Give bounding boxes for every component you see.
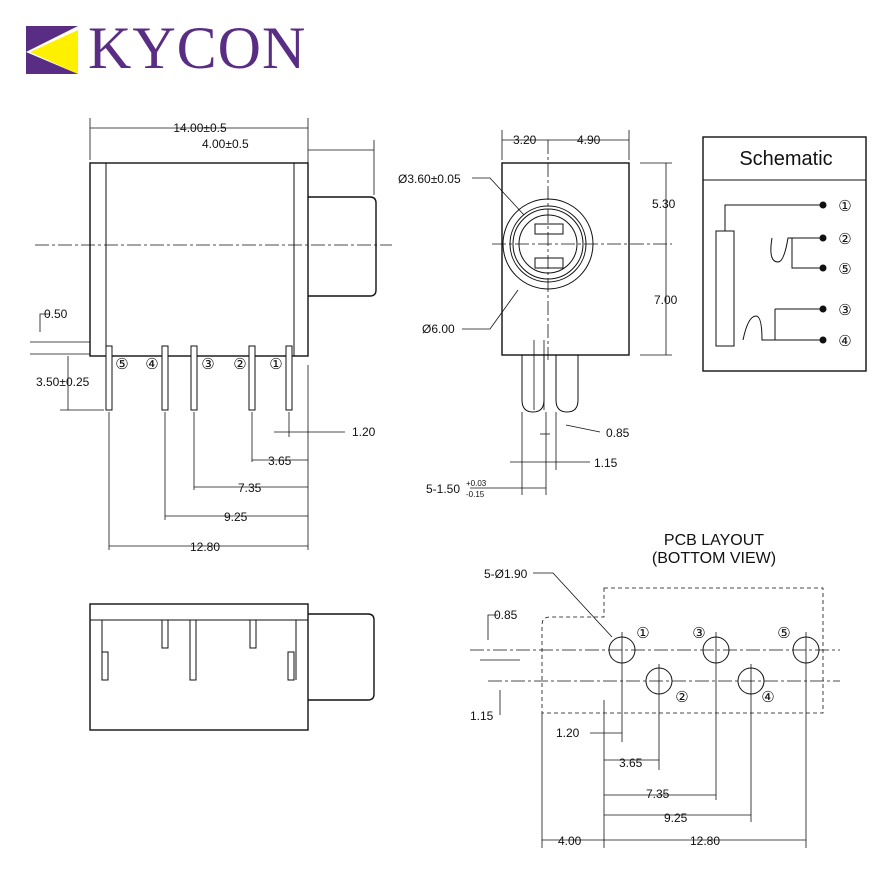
dim-jack-length: 4.00±0.5	[202, 137, 249, 151]
front-view: 3.20 4.90 5.30 7.00 Ø3.60±0.05 Ø6.00 0.8…	[398, 130, 678, 499]
pcb-subtitle: (BOTTOM VIEW)	[652, 550, 776, 567]
logo-purple-lower	[26, 52, 78, 74]
pcb-dim-115: 1.15	[470, 709, 494, 723]
logo-purple-triangle	[26, 26, 78, 52]
dim-standoff: 3.50±0.25	[36, 375, 90, 389]
pcb-dim-365: 3.65	[619, 756, 643, 770]
pcb-pin-5: ⑤	[777, 625, 790, 642]
pcb-holes: 5-Ø1.90	[484, 567, 528, 581]
schem-pin-3: ③	[838, 302, 851, 319]
side-pin-4: ④	[145, 356, 158, 373]
dim-925: 9.25	[224, 510, 248, 524]
dim-bore: Ø3.60±0.05	[398, 172, 461, 186]
pcb-pin-2: ②	[675, 689, 688, 706]
pcb-dim-085: 0.85	[494, 608, 518, 622]
dim-front-bottom: 7.00	[654, 293, 678, 307]
dim-365: 3.65	[268, 454, 292, 468]
dim-face: Ø6.00	[422, 322, 455, 336]
side-pin-5: ⑤	[115, 356, 128, 373]
schem-pin-1: ①	[838, 198, 851, 215]
schematic-title: Schematic	[739, 148, 832, 170]
dim-pinw-sub: -0.15	[466, 490, 485, 499]
side-pin-3: ③	[201, 356, 214, 373]
dim-front-top: 5.30	[652, 197, 676, 211]
pcb-layout: PCB LAYOUT (BOTTOM VIEW) ① ③ ⑤ ② ④ 5-Ø1.…	[470, 532, 840, 848]
pcb-dim-1280: 12.80	[690, 834, 720, 848]
schem-pin-2: ②	[838, 231, 851, 248]
logo-yellow-triangle	[30, 30, 78, 74]
pcb-dim-735: 7.35	[646, 787, 670, 801]
side-pin-2: ②	[233, 356, 246, 373]
dim-085: 0.85	[606, 426, 630, 440]
brand-name: KYCON	[88, 15, 307, 81]
dim-pinw: 5-1.50	[426, 482, 460, 496]
dim-pin-width: 1.20	[352, 425, 376, 439]
pcb-pin-1: ①	[636, 625, 649, 642]
side-view: ⑤ ④ ③ ② ① 14.00±0.5 4.00±0.5 0.50 3.50±0…	[30, 118, 392, 554]
pcb-pin-3: ③	[692, 625, 705, 642]
schem-pin-5: ⑤	[838, 261, 851, 278]
dim-front-left: 3.20	[513, 133, 537, 147]
pcb-dim-925: 9.25	[664, 811, 688, 825]
dim-offset: 0.50	[44, 307, 68, 321]
schem-pin-4: ④	[838, 333, 851, 350]
dim-front-right: 4.90	[577, 133, 601, 147]
dim-115: 1.15	[594, 456, 618, 470]
schematic: Schematic ① ② ⑤ ③ ④	[702, 136, 867, 372]
dim-pinw-sup: +0.03	[466, 479, 487, 488]
logo	[26, 26, 78, 74]
dim-1280: 12.80	[190, 540, 220, 554]
dim-735: 7.35	[238, 481, 262, 495]
dim-overall-length: 14.00±0.5	[173, 121, 227, 135]
pcb-pin-4: ④	[761, 689, 774, 706]
pcb-title: PCB LAYOUT	[664, 532, 764, 549]
pcb-dim-120: 1.20	[556, 726, 580, 740]
bottom-side-view	[89, 603, 375, 731]
side-pin-1: ①	[269, 356, 282, 373]
pcb-dim-400: 4.00	[558, 834, 582, 848]
